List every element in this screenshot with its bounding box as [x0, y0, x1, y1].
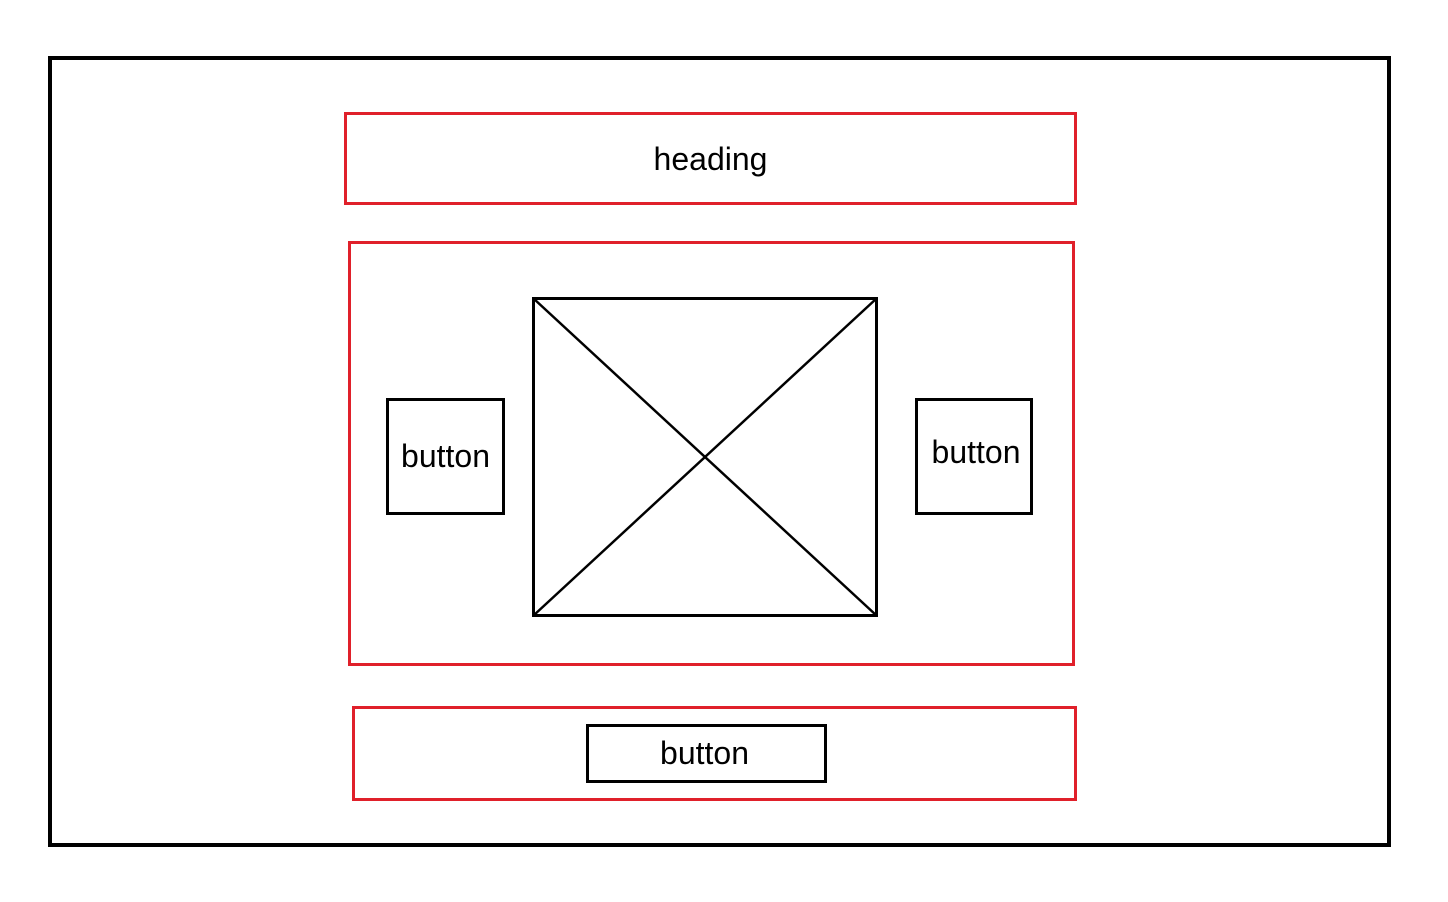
carousel-section	[348, 241, 1075, 666]
footer-action-button[interactable]: button	[586, 724, 827, 783]
page-heading: heading	[653, 141, 768, 177]
footer-action-button-label: button	[660, 735, 749, 771]
footer-section	[352, 706, 1077, 801]
carousel-prev-button[interactable]: button	[386, 398, 505, 515]
image-placeholder-icon	[532, 297, 878, 617]
heading-section: heading	[344, 112, 1077, 205]
carousel-next-button-label: button	[931, 434, 1021, 470]
carousel-next-button[interactable]: button	[915, 398, 1033, 515]
carousel-prev-button-label: button	[401, 438, 490, 474]
